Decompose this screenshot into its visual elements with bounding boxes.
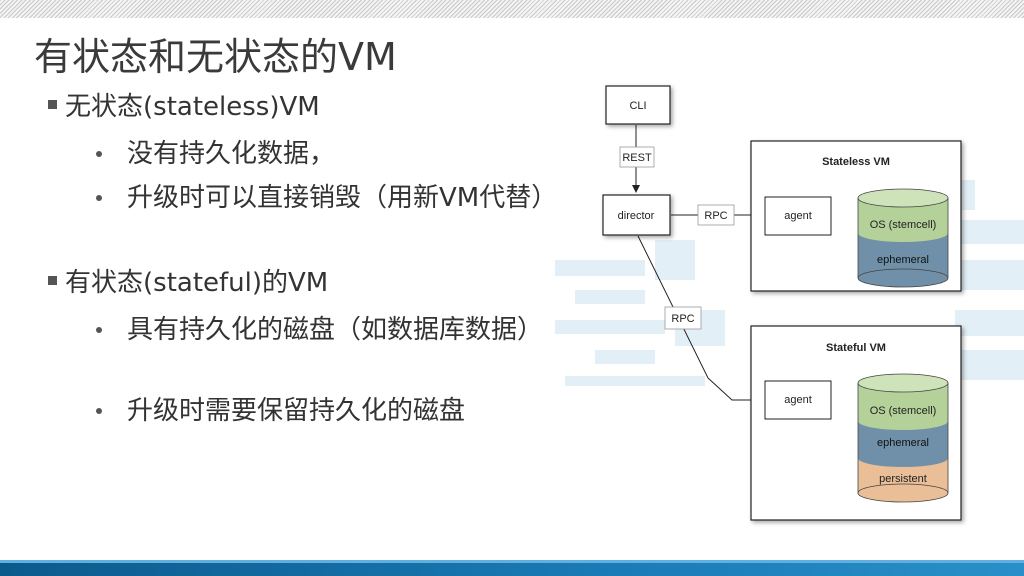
- sub-bullet-text: 升级时可以直接销毁（用新VM代替）: [127, 183, 558, 213]
- rpc-top-label-box: RPC: [697, 204, 735, 226]
- stateless-agent-label: agent: [784, 210, 812, 222]
- rpc-bottom-label: RPC: [671, 313, 694, 325]
- sub-bullet-text: 具有持久化的磁盘（如数据库数据）: [127, 315, 544, 345]
- bullet-stateless: 无状态(stateless)VM: [48, 86, 320, 123]
- rest-label-box: REST: [619, 146, 655, 168]
- stateful-ephemeral-disk-label: ephemeral: [877, 437, 929, 449]
- director-label: director: [618, 210, 655, 222]
- stateful-vm-box: Stateful VM agent OS (stemcell) ephemera…: [750, 325, 962, 521]
- sub-bullet-destroy-on-upgrade: 升级时可以直接销毁（用新VM代替）: [96, 181, 566, 215]
- stateless-vm-title: Stateless VM: [822, 156, 890, 168]
- cli-label: CLI: [629, 100, 646, 112]
- rpc-top-label: RPC: [704, 210, 727, 222]
- square-bullet-icon: [48, 276, 57, 285]
- slide-title: 有状态和无状态的VM: [34, 35, 397, 79]
- sub-bullet-text: 没有持久化数据，: [127, 139, 336, 169]
- bullet-stateful: 有状态(stateful)的VM: [48, 262, 328, 299]
- stateless-disk-stack: OS (stemcell) ephemeral: [857, 188, 949, 288]
- bullet-stateful-text: 有状态(stateful)的VM: [65, 268, 329, 298]
- dot-bullet-icon: [96, 195, 102, 201]
- bottom-accent-bar: [0, 560, 1024, 576]
- stateful-os-disk-label: OS (stemcell): [870, 405, 937, 417]
- director-node: director: [602, 194, 671, 236]
- sub-bullet-persistent-disk: 具有持久化的磁盘（如数据库数据）: [96, 313, 566, 347]
- top-stripe-decoration: [0, 0, 1024, 18]
- stateful-disk-stack: OS (stemcell) ephemeral persistent: [857, 373, 949, 503]
- dot-bullet-icon: [96, 327, 102, 333]
- sub-bullet-keep-disk-on-upgrade: 升级时需要保留持久化的磁盘: [96, 394, 566, 428]
- sub-bullet-text: 升级时需要保留持久化的磁盘: [127, 396, 466, 426]
- cli-node: CLI: [605, 85, 671, 125]
- stateless-ephemeral-disk-label: ephemeral: [877, 254, 929, 266]
- rpc-bottom-label-box: RPC: [664, 306, 702, 330]
- rest-label: REST: [622, 152, 652, 164]
- dot-bullet-icon: [96, 151, 102, 157]
- vm-architecture-diagram: CLI REST director RPC RPC Stateless VM a…: [602, 85, 962, 521]
- stateless-vm-box: Stateless VM agent OS (stemcell) ephemer…: [750, 140, 962, 292]
- bullet-stateless-text: 无状态(stateless)VM: [65, 92, 320, 122]
- dot-bullet-icon: [96, 408, 102, 414]
- stateful-persistent-disk-label: persistent: [879, 473, 927, 485]
- stateful-agent-label: agent: [784, 394, 812, 406]
- sub-bullet-no-persistent-data: 没有持久化数据，: [96, 137, 566, 171]
- stateful-vm-title: Stateful VM: [826, 342, 886, 354]
- stateless-os-disk-label: OS (stemcell): [870, 219, 937, 231]
- square-bullet-icon: [48, 100, 57, 109]
